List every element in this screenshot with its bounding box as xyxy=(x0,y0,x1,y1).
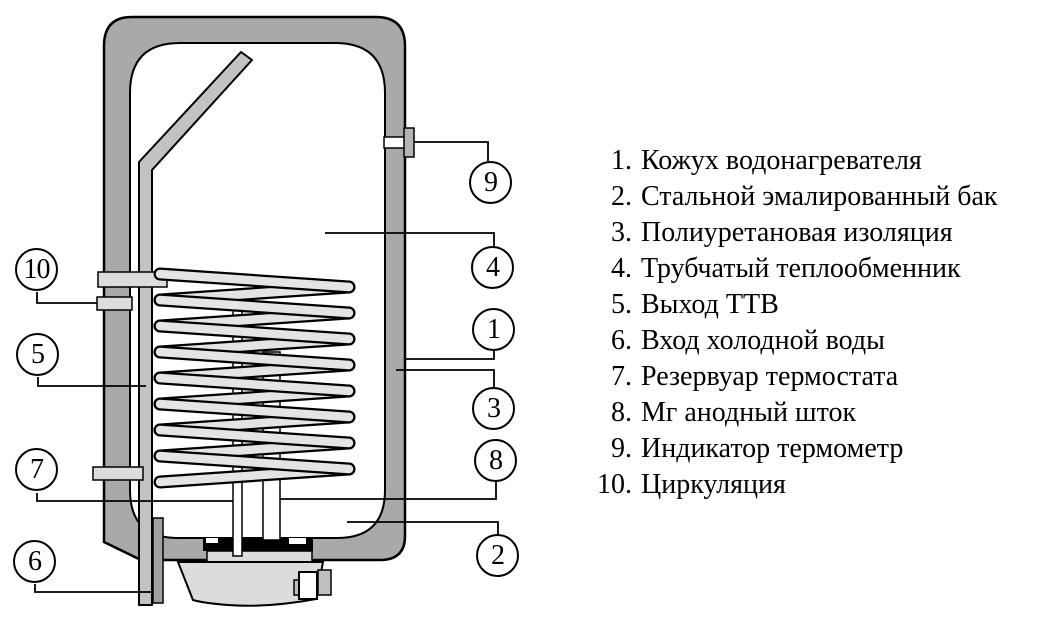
legend-item-text: Полиуретановая изоляция xyxy=(641,217,953,248)
legend-item-number: 3. xyxy=(611,217,632,248)
callout-line-1 xyxy=(405,351,495,360)
legend: 1. Кожух водонагревателя 2. Стальной эма… xyxy=(582,143,998,503)
legend-item-6: 6. Вход холодной воды xyxy=(582,323,998,359)
legend-item-5: 5. Выход ТТВ xyxy=(582,287,998,323)
callout-5: 5 xyxy=(16,333,59,376)
legend-item-text: Циркуляция xyxy=(641,469,786,500)
callout-9: 9 xyxy=(469,161,512,204)
callout-6: 6 xyxy=(13,540,56,583)
callout-3: 3 xyxy=(472,387,515,430)
thermometer-port xyxy=(383,127,415,158)
legend-item-number: 7. xyxy=(611,361,632,392)
legend-item-number: 9. xyxy=(611,433,632,464)
thermostat-housing xyxy=(176,561,332,607)
legend-item-text: Резервуар термостата xyxy=(641,361,899,392)
legend-item-9: 9. Индикатор термометр xyxy=(582,431,998,467)
water-heater-cross-section xyxy=(34,15,499,607)
flange-gasket-bar xyxy=(203,537,313,551)
thermometer-port-tab xyxy=(403,127,415,158)
callout-lines xyxy=(34,141,499,593)
thermometer-port-band xyxy=(383,136,406,149)
callout-line-9 xyxy=(413,141,489,161)
legend-item-text: Трубчатый теплообменник xyxy=(641,253,961,284)
legend-item-10: 10. Циркуляция xyxy=(582,467,998,503)
legend-item-text: Стальной эмалированный бак xyxy=(641,181,998,212)
legend-item-number: 1. xyxy=(611,145,632,176)
legend-item-text: Вход холодной воды xyxy=(641,325,885,356)
mounting-plate xyxy=(152,517,164,604)
legend-item-1: 1. Кожух водонагревателя xyxy=(582,143,998,179)
legend-item-text: Индикатор термометр xyxy=(641,433,904,464)
legend-item-number: 8. xyxy=(611,397,632,428)
legend-item-number: 6. xyxy=(611,325,632,356)
legend-item-text: Кожух водонагревателя xyxy=(641,145,922,176)
callout-7: 7 xyxy=(15,448,58,491)
circulation-port xyxy=(96,296,133,311)
callout-2: 2 xyxy=(476,534,519,577)
outlet-pipe xyxy=(138,51,253,606)
legend-item-text: Мг анодный шток xyxy=(641,397,857,428)
callout-8: 8 xyxy=(474,439,517,482)
callout-line-4 xyxy=(325,232,495,246)
housing-fitting-box xyxy=(298,571,318,600)
callout-line-2 xyxy=(347,521,499,534)
legend-item-number: 2. xyxy=(611,181,632,212)
legend-item-2: 2. Стальной эмалированный бак xyxy=(582,179,998,215)
legend-item-8: 8. Мг анодный шток xyxy=(582,395,998,431)
callout-line-7 xyxy=(36,493,236,502)
legend-item-text: Выход ТТВ xyxy=(641,289,779,320)
flange-notch-right xyxy=(289,538,306,544)
legend-item-number: 5. xyxy=(611,289,632,320)
callout-1: 1 xyxy=(472,308,515,351)
legend-item-number: 10. xyxy=(597,469,632,500)
heat-exchanger-coil xyxy=(153,267,356,489)
coil-return-port xyxy=(92,466,144,481)
callout-line-3 xyxy=(396,369,495,387)
thermostat-housing-body xyxy=(176,561,325,607)
legend-item-7: 7. Резервуар термостата xyxy=(582,359,998,395)
flange-notch-left xyxy=(206,538,218,543)
callout-line-8 xyxy=(268,481,497,500)
callout-line-6 xyxy=(34,584,157,593)
callout-line-10 xyxy=(36,292,97,304)
callout-4: 4 xyxy=(471,246,514,289)
legend-item-4: 4. Трубчатый теплообменник xyxy=(582,251,998,287)
callout-line-5 xyxy=(37,377,146,387)
legend-item-3: 3. Полиуретановая изоляция xyxy=(582,215,998,251)
legend-item-number: 4. xyxy=(611,253,632,284)
housing-fitting-tab xyxy=(317,569,332,596)
callout-10: 10 xyxy=(15,248,58,291)
